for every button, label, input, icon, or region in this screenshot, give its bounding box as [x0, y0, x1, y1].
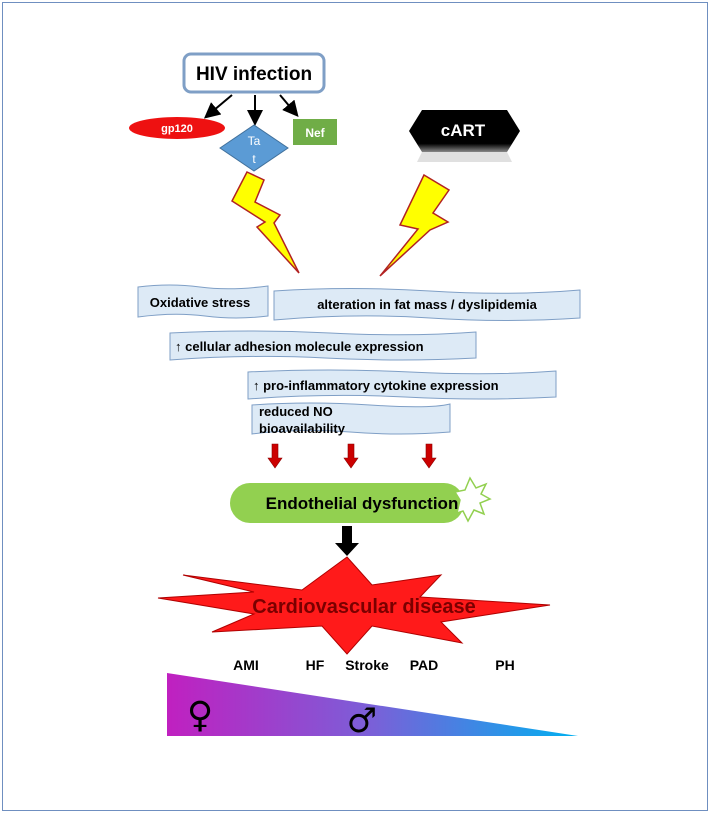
- red-arrow-icon: [343, 443, 359, 469]
- oxidative-stress-banner: Oxidative stress: [137, 284, 269, 319]
- adhesion-banner: ↑ cellular adhesion molecule expression: [169, 330, 477, 361]
- fat-mass-banner: alteration in fat mass / dyslipidemia: [273, 288, 581, 321]
- gp120-node: gp120: [129, 117, 225, 139]
- starburst-icon: [453, 476, 492, 523]
- black-down-arrow-icon: [335, 526, 359, 556]
- fat-mass-label: alteration in fat mass / dyslipidemia: [317, 297, 537, 312]
- tat-label-line1: Ta: [248, 134, 261, 148]
- disease-labels: AMI HF Stroke PAD PH: [233, 657, 515, 673]
- cart-node: cART: [409, 110, 520, 162]
- no-bioavailability-banner: reduced NO bioavailability: [251, 402, 451, 436]
- cart-label: cART: [441, 121, 486, 140]
- hiv-infection-label: HIV infection: [196, 64, 312, 85]
- cytokine-banner: ↑ pro-inflammatory cytokine expression: [247, 369, 557, 400]
- disease-ph: PH: [495, 657, 514, 673]
- lightning-bolt-right-icon: [379, 173, 451, 277]
- arrow-to-nef: [279, 94, 299, 118]
- tat-node: Ta t: [219, 124, 289, 172]
- cytokine-label: ↑ pro-inflammatory cytokine expression: [253, 378, 499, 393]
- no-label-line1: reduced NO: [259, 404, 333, 419]
- nef-label: Nef: [305, 126, 325, 140]
- red-arrow-icon: [267, 443, 283, 469]
- cardiovascular-disease-label: Cardiovascular disease: [252, 596, 475, 618]
- red-arrow-icon: [421, 443, 437, 469]
- disease-pad: PAD: [410, 657, 439, 673]
- nef-node: Nef: [293, 119, 337, 145]
- cardiovascular-disease-node: Cardiovascular disease: [157, 556, 551, 655]
- lightning-bolt-left-icon: [231, 171, 300, 274]
- male-symbol-icon: ♂: [347, 701, 377, 741]
- red-down-arrows: [267, 443, 437, 469]
- tat-label-line2: t: [252, 152, 256, 166]
- female-symbol-icon: ♀: [187, 695, 213, 736]
- disease-stroke: Stroke: [345, 657, 389, 673]
- disease-hf: HF: [306, 657, 325, 673]
- disease-ami: AMI: [233, 657, 259, 673]
- gp120-label: gp120: [161, 123, 193, 135]
- no-label-line2: bioavailability: [259, 421, 346, 436]
- oxidative-stress-label: Oxidative stress: [150, 295, 250, 310]
- hiv-infection-box: HIV infection: [182, 52, 326, 94]
- endothelial-dysfunction-label: Endothelial dysfunction: [266, 494, 459, 513]
- endothelial-dysfunction-node: Endothelial dysfunction: [230, 476, 492, 523]
- hiv-arrows: [203, 94, 299, 126]
- arrow-to-gp120: [203, 94, 233, 119]
- sex-prevalence-triangle: ♀ ♂: [167, 673, 578, 741]
- adhesion-label: ↑ cellular adhesion molecule expression: [175, 339, 424, 354]
